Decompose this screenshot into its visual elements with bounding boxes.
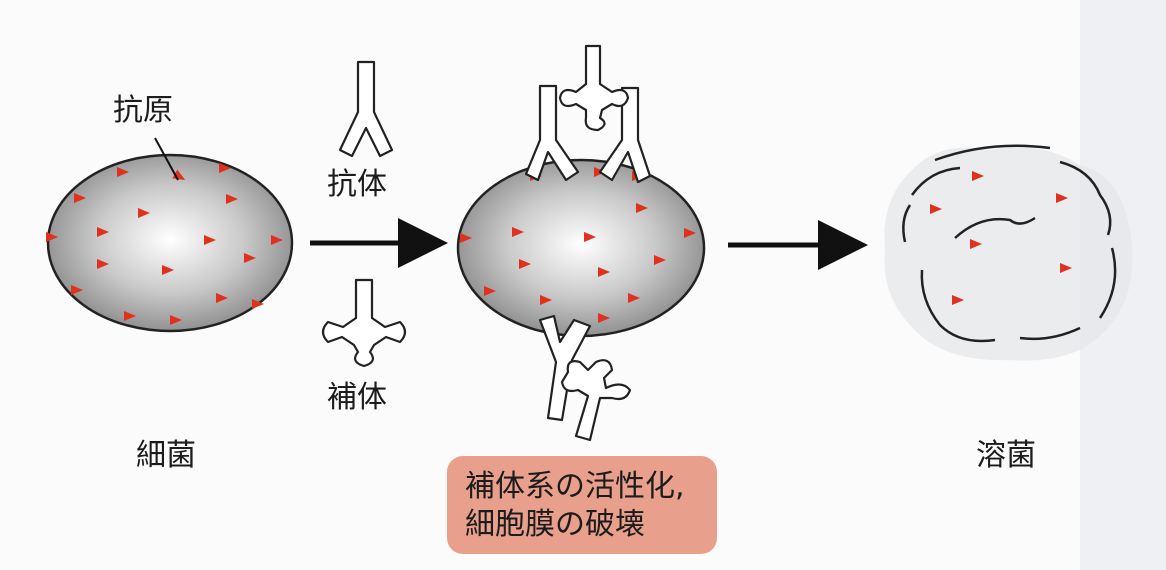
bound-complement-top [560, 46, 628, 130]
activation-callout-box: 補体系の活性化, 細胞膜の破壊 [447, 456, 717, 554]
bacterium-label: 細菌 [136, 441, 196, 471]
target-cell [458, 160, 704, 336]
antibody-label: 抗体 [327, 170, 387, 200]
lysed-cell [884, 146, 1132, 361]
activation-line-2: 細胞膜の破壊 [465, 506, 699, 544]
complement-legend-icon [323, 280, 405, 366]
activation-line-1: 補体系の活性化, [465, 468, 699, 506]
antigen-label: 抗原 [113, 96, 173, 126]
complement-label: 補体 [327, 383, 387, 413]
antibody-legend-icon [340, 62, 392, 156]
lysis-label: 溶菌 [976, 441, 1036, 471]
bound-complement-bottom [562, 360, 630, 440]
